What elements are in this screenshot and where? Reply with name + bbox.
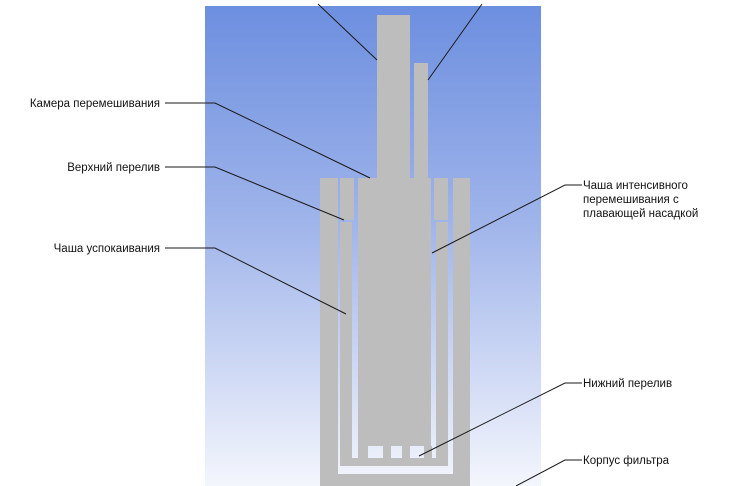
label-lower-overflow: Нижний перелив [583,378,672,390]
inlet-pipe [377,15,410,179]
filter-body-left-wall [320,178,338,486]
filter-geometry [320,15,470,486]
settling-bowl-right-wall [436,222,448,458]
lower-overflow-rib-3 [402,446,410,458]
leader-upper-overflow [165,166,345,221]
leader-lower-overflow [418,382,582,457]
upper-overflow-right-stub [434,178,448,220]
leader-top-right [427,3,483,81]
labels: Камера перемешивания Верхний перелив Чаш… [30,98,698,467]
label-mixing-chamber: Камера перемешивания [30,98,160,110]
settling-bowl-bottom [340,458,448,466]
label-settling-bowl: Чаша успокаивания [54,243,160,255]
label-intensive-bowl-line2: перемешивания с [583,194,679,206]
leader-top-left [317,3,378,61]
label-upper-overflow: Верхний перелив [67,162,160,174]
label-intensive-bowl-line3: плавающей насадкой [583,208,698,220]
intensive-mixing-bowl [358,178,431,446]
filter-body-right-wall [453,178,470,486]
settling-bowl-left-wall [340,222,352,458]
side-pipe [414,63,428,179]
upper-overflow-left-stub [340,178,354,220]
label-intensive-bowl-line1: Чаша интенсивного [583,180,688,192]
label-filter-body: Корпус фильтра [583,455,670,467]
filter-body-bottom [320,474,470,486]
leader-lines [165,3,582,486]
lower-overflow-rib-1 [358,446,368,458]
lower-overflow-rib-2 [383,446,391,458]
leader-settling-bowl [165,247,347,315]
leader-filter-body [515,459,582,486]
leader-mixing-chamber [165,102,371,179]
leader-intensive-bowl [431,184,582,254]
